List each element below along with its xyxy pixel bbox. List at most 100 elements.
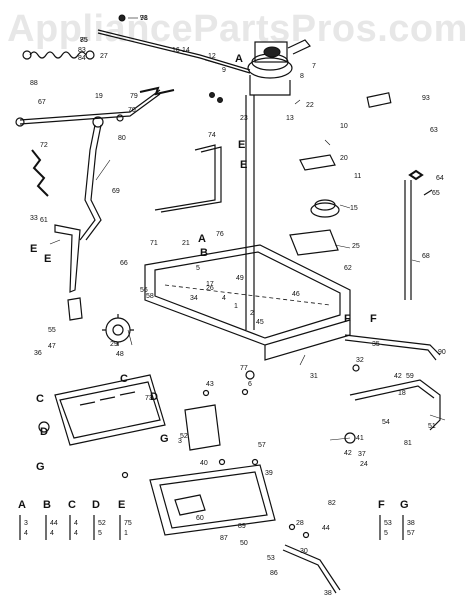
callout-86: 86 — [270, 570, 278, 577]
callout-61: 61 — [40, 217, 48, 224]
letter-g-2: G — [36, 461, 45, 473]
fasteners — [116, 14, 360, 539]
callout-3: 3 — [178, 438, 182, 445]
callout-53: 53 — [267, 555, 275, 562]
spring-small — [139, 86, 175, 96]
callout-23: 23 — [240, 115, 248, 122]
callout-73: 73 — [145, 395, 153, 402]
bracket-upper — [154, 144, 222, 213]
callout-85: 85 — [80, 37, 88, 44]
left-bracket — [54, 224, 81, 293]
bottom-lever — [282, 544, 341, 594]
letter-c-2: C — [36, 393, 44, 405]
callout-68: 68 — [422, 253, 430, 260]
callout-76: 76 — [216, 231, 224, 238]
callout-20: 20 — [340, 155, 348, 162]
callout-18: 18 — [398, 390, 406, 397]
hardware-legend: A B C D E F G — [18, 499, 409, 540]
lower-frame — [149, 464, 276, 536]
letter-a-1: A — [235, 53, 243, 65]
letter-e-3: E — [30, 243, 37, 255]
letter-f-1: F — [344, 313, 351, 325]
legend-g-item: 38 — [407, 520, 415, 527]
letter-f-2: F — [370, 313, 377, 325]
callout-54: 54 — [382, 419, 390, 426]
legend-e-item: 75 — [124, 520, 132, 527]
callout-93: 93 — [422, 95, 430, 102]
callout-79: 79 — [130, 93, 138, 100]
callout-19: 19 — [95, 93, 103, 100]
callout-5: 5 — [196, 265, 200, 272]
letter-b-1: B — [200, 247, 208, 259]
callout-48: 48 — [116, 351, 124, 358]
legend-a-item: 4 — [24, 530, 28, 537]
callout-14: 14 — [182, 47, 190, 54]
callout-91: 91 — [140, 15, 148, 22]
letter-a-2: A — [198, 233, 206, 245]
callout-21: 21 — [182, 240, 190, 247]
callout-38: 38 — [324, 590, 332, 597]
callout-52: 52 — [180, 433, 188, 440]
callout-44: 44 — [322, 525, 330, 532]
callout-57: 57 — [258, 442, 266, 449]
legend-letter-b: B — [43, 499, 51, 511]
callout-40: 40 — [200, 460, 208, 467]
spring-assembly — [22, 50, 95, 60]
callout-66: 66 — [120, 260, 128, 267]
letter-g-1: G — [160, 433, 169, 445]
callout-80: 80 — [118, 135, 126, 142]
callout-60: 60 — [196, 515, 204, 522]
callout-59: 59 — [406, 373, 414, 380]
callout-26: 26 — [206, 285, 214, 292]
callout-27: 27 — [100, 53, 108, 60]
callout-33: 33 — [30, 215, 38, 222]
right-rod — [404, 169, 433, 300]
callout-30: 30 — [300, 548, 308, 555]
legend-b-item: 44 — [50, 520, 58, 527]
callout-42: 42 — [344, 450, 352, 457]
letter-e-4: E — [44, 253, 51, 265]
main-frame — [144, 244, 351, 361]
callout-17: 17 — [206, 281, 214, 288]
clip-bracket — [67, 297, 83, 321]
lower-bracket — [184, 404, 221, 451]
letter-d-1: D — [150, 391, 158, 403]
legend-a-item: 3 — [24, 520, 28, 527]
legend-g-item: 57 — [407, 530, 415, 537]
callout-12: 12 — [208, 53, 216, 60]
callout-81: 81 — [404, 440, 412, 447]
callout-11: 11 — [354, 173, 361, 180]
callout-77: 77 — [240, 365, 248, 372]
legend-f-item: 5 — [384, 530, 388, 537]
letter-markers: A A B C C D D E E E E F F G G — [30, 53, 377, 473]
callout-39: 39 — [265, 470, 273, 477]
callout-36: 36 — [34, 350, 42, 357]
callout-41: 41 — [356, 435, 364, 442]
vertical-shaft — [245, 95, 255, 330]
leader-lines — [49, 17, 446, 441]
callout-62: 62 — [344, 265, 352, 272]
callout-47: 47 — [48, 343, 56, 350]
callout-84: 84 — [78, 55, 86, 62]
legend-c-item: 4 — [74, 520, 78, 527]
legend-d-item: 52 — [98, 520, 106, 527]
legend-f-item: 53 — [384, 520, 392, 527]
callout-56: 56 — [140, 287, 148, 294]
callout-64: 64 — [436, 175, 444, 182]
callout-83: 83 — [78, 47, 86, 54]
callout-4: 4 — [222, 295, 226, 302]
callout-24: 24 — [360, 461, 368, 468]
callout-49: 49 — [236, 275, 244, 282]
callout-50: 50 — [240, 540, 248, 547]
callout-70: 70 — [128, 107, 136, 114]
callout-82: 82 — [328, 500, 336, 507]
callout-42: 42 — [394, 373, 402, 380]
callout-51: 51 — [428, 423, 436, 430]
legend-c-item: 4 — [74, 530, 78, 537]
legend-letter-d: D — [92, 499, 100, 511]
callout-29: 29 — [110, 341, 118, 348]
callout-34: 34 — [190, 295, 198, 302]
callout-55: 55 — [48, 327, 56, 334]
